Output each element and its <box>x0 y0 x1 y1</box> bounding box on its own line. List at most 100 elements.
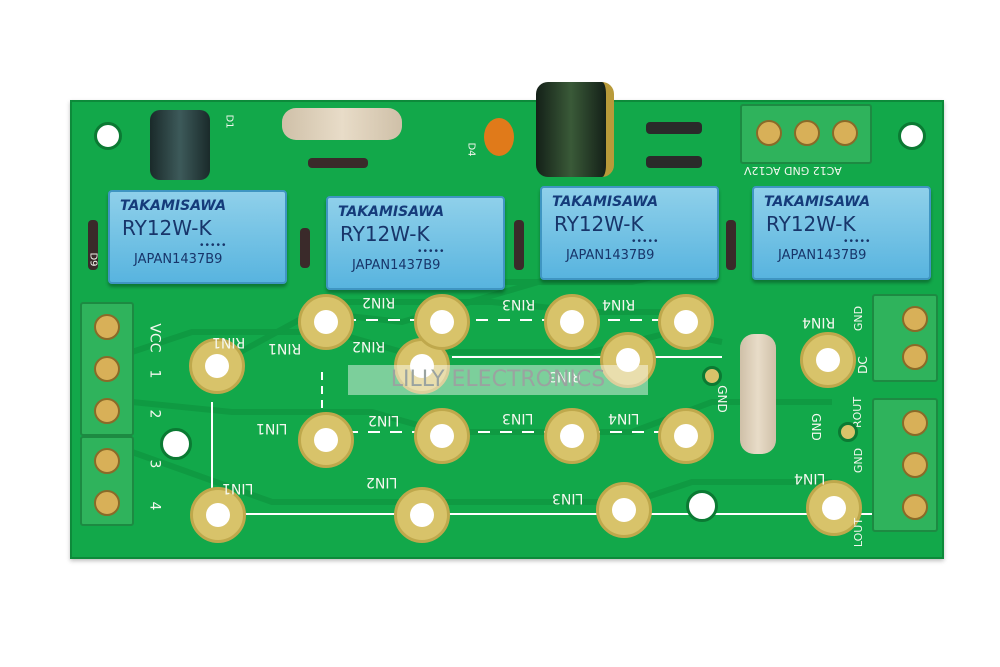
relay-model: RY12W-K <box>554 212 644 236</box>
diode-3 <box>646 156 702 168</box>
screw <box>794 120 820 146</box>
pad-lin1-top <box>298 412 354 468</box>
pad-lin2-bottom <box>394 487 450 543</box>
relay-model: RY12W-K <box>340 222 430 246</box>
label-rin1-b: RIN1 <box>268 340 302 356</box>
relay-code: JAPAN1437B9 <box>352 258 441 273</box>
relay-dots: ••••• <box>418 246 446 257</box>
diode-7 <box>726 220 736 270</box>
relay-brand: TAKAMISAWA <box>120 198 227 214</box>
screw <box>902 344 928 370</box>
pad-rin3-top <box>414 294 470 350</box>
screw <box>94 398 120 424</box>
capacitor-left <box>150 110 210 180</box>
label-pin-1: 1 <box>146 369 163 379</box>
tantalum-capacitor <box>484 118 514 156</box>
relay-2: TAKAMISAWA RY12W-K ••••• JAPAN1437B9 <box>326 196 505 290</box>
screw <box>902 494 928 520</box>
relay-code: JAPAN1437B9 <box>778 248 867 263</box>
diode-6 <box>514 220 524 270</box>
label-pin-3: 3 <box>146 459 163 469</box>
label-vcc: VCC <box>146 323 163 353</box>
pad-lin4-bottom <box>806 480 862 536</box>
screw <box>94 490 120 516</box>
label-pin-2: 2 <box>146 409 163 419</box>
label-lin2-a: LIN2 <box>368 412 400 428</box>
resistor-right <box>740 334 776 454</box>
label-d1: D1 <box>223 114 235 129</box>
label-pin-4: 4 <box>146 501 163 511</box>
terminal-block-top-right <box>740 104 872 164</box>
pad-lin1-bottom <box>190 487 246 543</box>
mounting-hole-top-left <box>94 122 122 150</box>
label-lout: LOUT <box>852 517 866 548</box>
label-lin4-b: LIN4 <box>794 470 826 486</box>
label-rin1-a: RIN1 <box>212 334 246 350</box>
mounting-hole-mid-left <box>160 428 192 460</box>
label-lin4-a: LIN4 <box>608 410 640 426</box>
diode-1 <box>308 158 368 168</box>
label-gnd-center: GND <box>714 385 729 413</box>
pad-rin3-bottom <box>544 294 600 350</box>
screw <box>902 452 928 478</box>
relay-dots: ••••• <box>632 236 660 247</box>
label-d9: D9 <box>87 252 99 267</box>
mounting-hole-top-right <box>898 122 926 150</box>
terminal-block-left-top <box>80 302 134 436</box>
terminal-block-right-out <box>872 398 938 532</box>
screw <box>902 306 928 332</box>
pad-lin3-top <box>544 408 600 464</box>
label-gnd-right: GND <box>808 413 823 441</box>
mounting-hole-bottom-right <box>686 490 718 522</box>
pad-rin2-top <box>298 294 354 350</box>
label-lin3-b: LIN3 <box>552 490 584 506</box>
watermark: LILLY ELECTRONICS <box>348 365 648 395</box>
screw <box>94 356 120 382</box>
pad-lin3-bottom <box>596 482 652 538</box>
relay-dots: ••••• <box>844 236 872 247</box>
label-gnd-out: GND <box>852 447 866 474</box>
pad-lin2-top <box>414 408 470 464</box>
relay-code: JAPAN1437B9 <box>566 248 655 263</box>
terminal-block-left-bottom <box>80 436 134 526</box>
label-rin3-a: RIN3 <box>502 296 536 312</box>
screw <box>94 448 120 474</box>
screw <box>756 120 782 146</box>
pcb-board: TAKAMISAWA RY12W-K ••••• JAPAN1437B9 TAK… <box>70 82 944 559</box>
label-rin2-b: RIN2 <box>352 338 386 354</box>
resistor-top <box>282 108 402 140</box>
pad-rin4-right <box>800 332 856 388</box>
label-d4: D4 <box>465 142 477 157</box>
relay-code: JAPAN1437B9 <box>134 252 223 267</box>
relay-model: RY12W-K <box>766 212 856 236</box>
screw <box>902 410 928 436</box>
label-ac12: AC12 GND AC12V <box>744 164 842 177</box>
label-rin4-b: RIN4 <box>802 314 836 330</box>
label-rin4-a: RIN4 <box>602 296 636 312</box>
capacitor-center <box>536 82 614 177</box>
relay-3: TAKAMISAWA RY12W-K ••••• JAPAN1437B9 <box>540 186 719 280</box>
pad-lin4-top <box>658 408 714 464</box>
via-gnd <box>702 366 722 386</box>
label-dc: DC <box>855 356 870 374</box>
label-gnd-dc: GND <box>852 305 866 332</box>
diode-2 <box>646 122 702 134</box>
label-rin2-a: RIN2 <box>362 294 396 310</box>
relay-dots: ••••• <box>200 240 228 251</box>
relay-brand: TAKAMISAWA <box>552 194 659 210</box>
diode-4 <box>88 220 98 270</box>
diode-5 <box>300 228 310 268</box>
relay-brand: TAKAMISAWA <box>764 194 871 210</box>
relay-model: RY12W-K <box>122 216 212 240</box>
label-lin2-b: LIN2 <box>366 474 398 490</box>
pad-rin3-mid <box>600 332 656 388</box>
pad-rin1 <box>189 338 245 394</box>
terminal-block-right-dc <box>872 294 938 382</box>
label-lin3-a: LIN3 <box>502 410 534 426</box>
relay-4: TAKAMISAWA RY12W-K ••••• JAPAN1437B9 <box>752 186 931 280</box>
relay-brand: TAKAMISAWA <box>338 204 445 220</box>
pad-rin4-top <box>658 294 714 350</box>
via-rout <box>838 422 858 442</box>
relay-1: TAKAMISAWA RY12W-K ••••• JAPAN1437B9 <box>108 190 287 284</box>
label-lin1-a: LIN1 <box>256 420 288 436</box>
